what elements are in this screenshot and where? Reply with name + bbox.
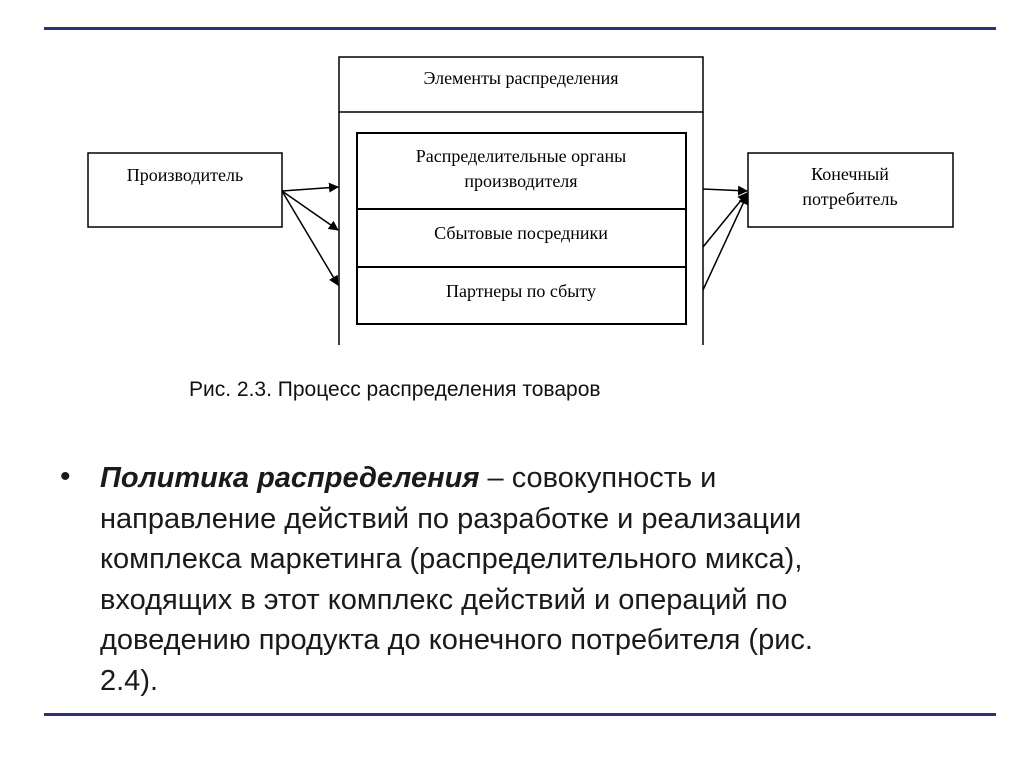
bullet-line-1: Политика распределения – совокупность и bbox=[100, 458, 960, 499]
producer-box bbox=[87, 152, 283, 228]
bullet-line-1-rest: – совокупность и bbox=[479, 462, 717, 494]
bullet-line-3: комплекса маркетинга (распределительного… bbox=[100, 543, 803, 575]
elements-header-box bbox=[338, 56, 704, 113]
elements-header-label: Элементы распределения bbox=[423, 68, 618, 88]
bottom-rule bbox=[44, 713, 996, 716]
element-producer-organs-line1: Распределительные органы bbox=[416, 146, 627, 166]
consumer-label-line2: потребитель bbox=[802, 189, 897, 209]
consumer-box bbox=[747, 152, 954, 228]
arrow-producer-to-elements-3 bbox=[281, 190, 339, 286]
figure-caption: Рис. 2.3. Процесс распределения товаров bbox=[189, 378, 601, 401]
element-sales-intermediaries-label: Сбытовые посредники bbox=[434, 223, 608, 243]
element-producer-organs-line2: производителя bbox=[464, 171, 577, 191]
bullet-term: Политика распределения bbox=[100, 462, 480, 494]
bullet-line-4: входящих в этот комплекс действий и опер… bbox=[100, 583, 788, 616]
arrow-producer-to-elements-2 bbox=[281, 190, 339, 231]
arrow-producer-to-elements-1 bbox=[281, 182, 339, 193]
element-sales-partners-label: Партнеры по сбыту bbox=[446, 281, 596, 301]
bullet-line-2: направление действий по разработке и реа… bbox=[100, 502, 802, 535]
arrow-elements-to-consumer-3 bbox=[702, 194, 748, 291]
arrow-elements-to-consumer-2 bbox=[702, 192, 748, 248]
consumer-label-line1: Конечный bbox=[811, 164, 889, 184]
arrow-elements-to-consumer-1 bbox=[702, 185, 748, 196]
bullet-line-6: 2.4). bbox=[100, 664, 159, 697]
producer-label: Производитель bbox=[127, 165, 243, 185]
bullet-line-5: доведению продукта до конечного потребит… bbox=[100, 624, 813, 656]
bullet-marker: • bbox=[60, 460, 71, 493]
top-rule bbox=[44, 27, 996, 30]
bullet-text: Политика распределения – совокупность и … bbox=[100, 458, 960, 701]
element-box-sales-partners bbox=[356, 266, 687, 325]
